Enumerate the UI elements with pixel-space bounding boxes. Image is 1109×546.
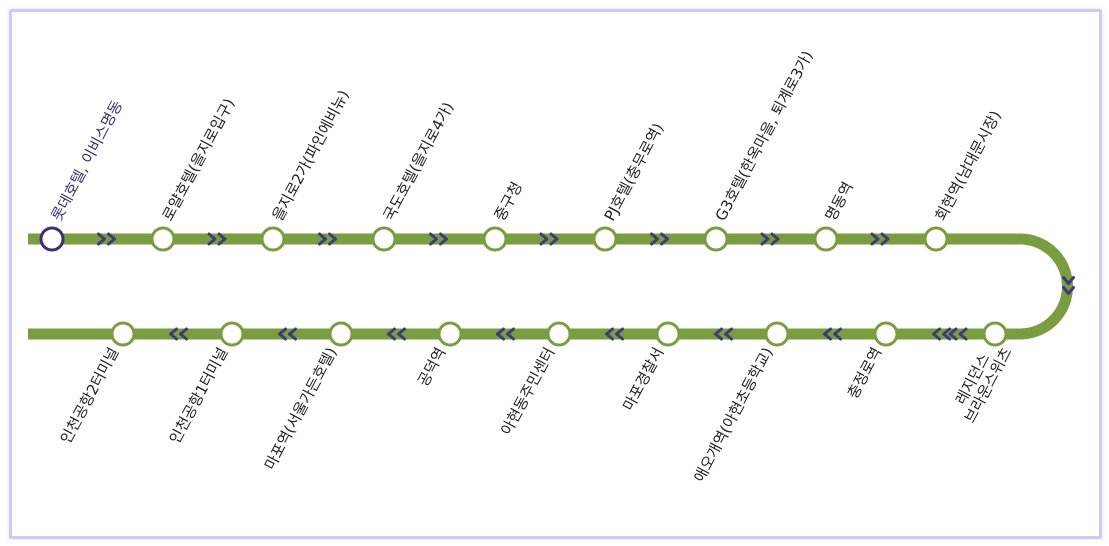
direction-arrows	[97, 232, 1075, 341]
stop-marker[interactable]	[813, 226, 839, 252]
arrow-right-icon	[207, 232, 227, 246]
top-stop-label: 로얄호텔(을지로입구)	[159, 95, 239, 223]
current-stop-marker[interactable]	[39, 226, 65, 252]
bottom-stop-label: 애오개역(아현초등학교)	[690, 344, 776, 485]
arrow-left-icon	[605, 327, 624, 341]
arrow-left-icon	[169, 327, 188, 341]
bottom-stop-label: 마포경찰서	[619, 344, 667, 413]
stop-marker[interactable]	[219, 321, 245, 347]
bottom-stop-label: 충정로역	[844, 344, 886, 401]
arrow-right-icon	[318, 232, 337, 246]
stop-marker[interactable]	[764, 321, 790, 347]
stop-marker[interactable]	[437, 321, 463, 347]
arrow-right-icon	[760, 232, 780, 246]
stop-marker[interactable]	[873, 321, 899, 347]
arrow-right-icon	[429, 232, 448, 246]
diagram-frame	[9, 9, 1102, 539]
bottom-stop-label: 인천공항1터미널	[166, 344, 232, 446]
bottom-stop-label: 마포역(서울가든호텔)	[261, 344, 341, 472]
arrow-left-icon	[278, 327, 297, 341]
arrow-left-icon	[714, 327, 733, 341]
stop-marker[interactable]	[482, 226, 508, 252]
stop-marker[interactable]	[546, 321, 572, 347]
bottom-stop-label: 아현동주민센터	[497, 344, 558, 438]
route-line	[28, 233, 1073, 340]
top-stop-label: 중구청	[491, 179, 526, 224]
arrow-right-icon	[539, 232, 559, 246]
stop-marker[interactable]	[371, 226, 397, 252]
top-stop-label: 롯데호텔, 이비스명동	[48, 97, 127, 224]
top-stop-label: 국도호텔(을지로4가)	[380, 99, 458, 224]
stop-markers	[39, 226, 1008, 347]
top-stop-label: 회현역(남대문시장)	[932, 108, 1005, 224]
arrow-right-icon	[870, 232, 890, 246]
top-stop-label: 명동역	[822, 179, 857, 224]
route-line-group	[28, 233, 1073, 340]
stop-marker[interactable]	[655, 321, 681, 347]
stop-marker[interactable]	[150, 226, 176, 252]
stop-marker[interactable]	[703, 226, 729, 252]
stop-marker[interactable]	[923, 226, 949, 252]
arrow-left-icon	[948, 327, 968, 341]
bottom-stop-label: 공덕역	[414, 344, 449, 389]
arrow-right-icon	[97, 232, 116, 246]
stop-marker[interactable]	[260, 226, 286, 252]
top-stop-label: PJ호텔(충무로역)	[601, 120, 668, 224]
top-stop-label: G3호텔(한옥마을, 퇴계로3가)	[712, 48, 817, 224]
stop-marker[interactable]	[592, 226, 618, 252]
stop-labels: 롯데호텔, 이비스명동 로얄호텔(을지로입구) 을지로2가(파인에비뉴) 국도호텔(을…	[48, 48, 1016, 485]
arrow-left-icon	[932, 327, 951, 341]
stop-marker[interactable]	[982, 321, 1008, 347]
arrow-right-icon	[650, 232, 669, 246]
stop-marker[interactable]	[328, 321, 354, 347]
stop-marker[interactable]	[110, 321, 136, 347]
bottom-stop-label: 인천공항2터미널	[57, 344, 123, 446]
arrow-left-icon	[823, 327, 842, 341]
top-stop-label: 을지로2가(파인에비뉴)	[269, 87, 353, 224]
arrow-left-icon	[387, 327, 406, 341]
arrow-left-icon	[496, 327, 515, 341]
arrow-down-icon	[1062, 276, 1075, 295]
